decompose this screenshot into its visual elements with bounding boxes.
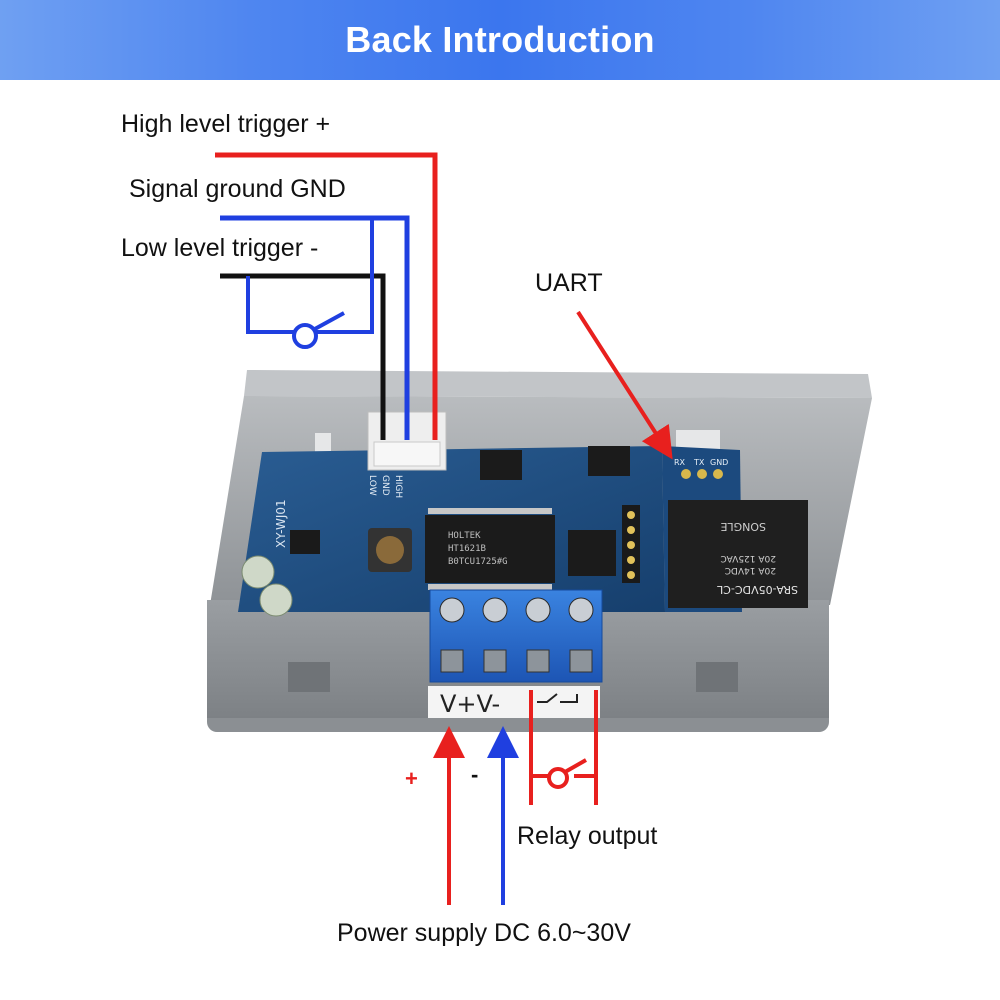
- uart-pin-rx: RX: [674, 458, 686, 467]
- uart-pin-tx: TX: [693, 458, 705, 467]
- small-ic: [290, 530, 320, 554]
- trigger-wires: [215, 152, 438, 440]
- relay-switch-pivot: [547, 767, 569, 789]
- terminal-screws: [439, 597, 594, 673]
- relay-text-1: SRA-05VDC-CL: [716, 583, 798, 596]
- case-clip: [288, 662, 330, 692]
- relay: SRA-05VDC-CL 20A 14VDC 20A 125VAC SONGLE: [668, 500, 808, 608]
- switch-pivot: [292, 323, 318, 349]
- uart-arrow: [576, 310, 673, 460]
- pin-label-high: HIGH: [393, 475, 403, 498]
- case-back-wall: [244, 370, 872, 398]
- high-trigger-wire: [215, 152, 438, 440]
- ic-text-1: HOLTEK: [448, 531, 481, 541]
- pin-label-low: LOW: [367, 475, 377, 496]
- ic-text-3: B0TCU1725#G: [448, 557, 508, 567]
- relay-body: [668, 500, 808, 608]
- relay-text-2: 20A 14VDC: [725, 565, 776, 575]
- terminal-label-power: V+V-: [440, 690, 500, 718]
- label-signal-gnd: Signal ground GND: [129, 175, 346, 203]
- optocoupler: [480, 450, 522, 480]
- relay-contact-symbol: [537, 693, 578, 703]
- case-clip: [696, 662, 738, 692]
- switch-loop-left: [246, 276, 294, 334]
- uart-pads: RX TX GND: [674, 458, 728, 479]
- low-trigger-wire: [220, 273, 386, 440]
- header-banner: Back Introduction: [0, 0, 1000, 80]
- ic-text-2: HT1621B: [448, 544, 486, 554]
- inductor-core: [376, 536, 404, 564]
- relay-text-3: 20A 125VAC: [720, 553, 776, 563]
- label-minus: -: [471, 762, 479, 787]
- label-low-trigger: Low level trigger -: [121, 234, 319, 262]
- relay-output-wiring: [529, 690, 598, 805]
- capacitor: [259, 583, 293, 617]
- banner-title: Back Introduction: [345, 19, 655, 60]
- gnd-wire: [220, 215, 410, 440]
- optocoupler: [588, 446, 630, 476]
- driver-ic: [568, 530, 616, 576]
- switch-loop-right: [316, 218, 374, 334]
- uart-pin-gnd: GND: [710, 458, 728, 467]
- label-relay-output: Relay output: [517, 822, 658, 850]
- pin-label-gnd: GND: [380, 475, 390, 496]
- relay-text-4: SONGLE: [720, 520, 766, 533]
- capacitor: [241, 555, 275, 589]
- relay-switch-lever: [564, 758, 587, 774]
- switch-lever: [312, 311, 345, 332]
- terminal-block: [429, 589, 603, 683]
- board-model: XY-WJ01: [274, 499, 288, 548]
- case-tab: [315, 433, 331, 457]
- label-uart: UART: [535, 269, 603, 297]
- label-high-trigger: High level trigger +: [121, 110, 331, 138]
- label-power-supply: Power supply DC 6.0~30V: [337, 919, 631, 947]
- main-ic: [425, 515, 555, 583]
- label-plus: +: [405, 766, 418, 791]
